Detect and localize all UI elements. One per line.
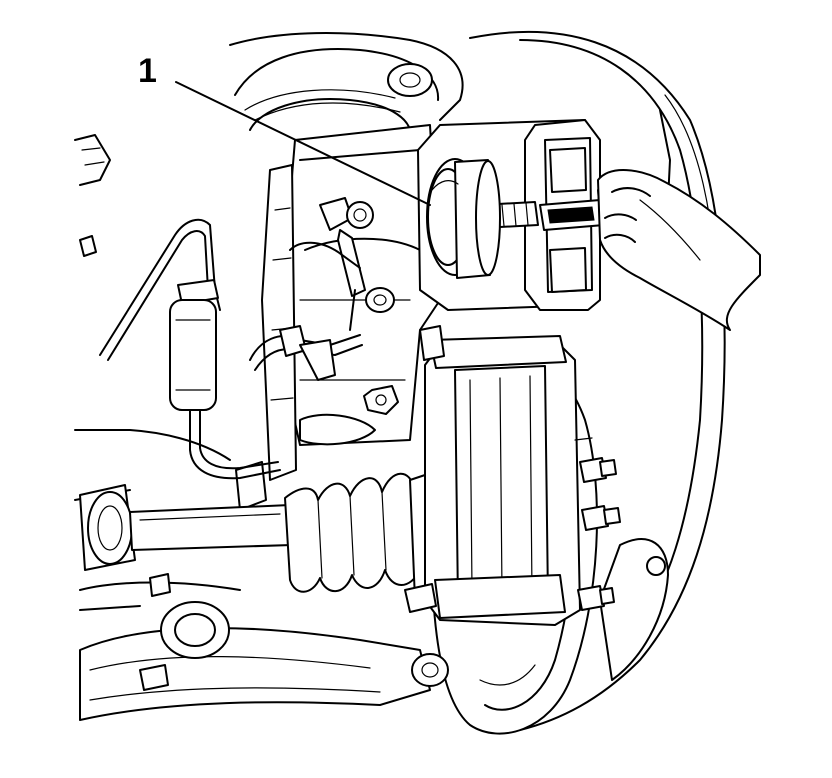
caliper-piston-compressor-tool [417,119,761,331]
left-bracket [235,164,297,511]
brake-caliper [404,325,581,626]
brake-hose [99,218,363,480]
lower-control-arm [79,573,449,721]
callout-1-leader-line [175,81,431,206]
callout-1-label: 1 [138,52,157,90]
upper-strut-mount [229,32,464,141]
wheel-studs [574,437,621,611]
callout-1: 1 [138,52,431,206]
drive-axle [79,469,446,601]
fender-arch [469,30,726,731]
